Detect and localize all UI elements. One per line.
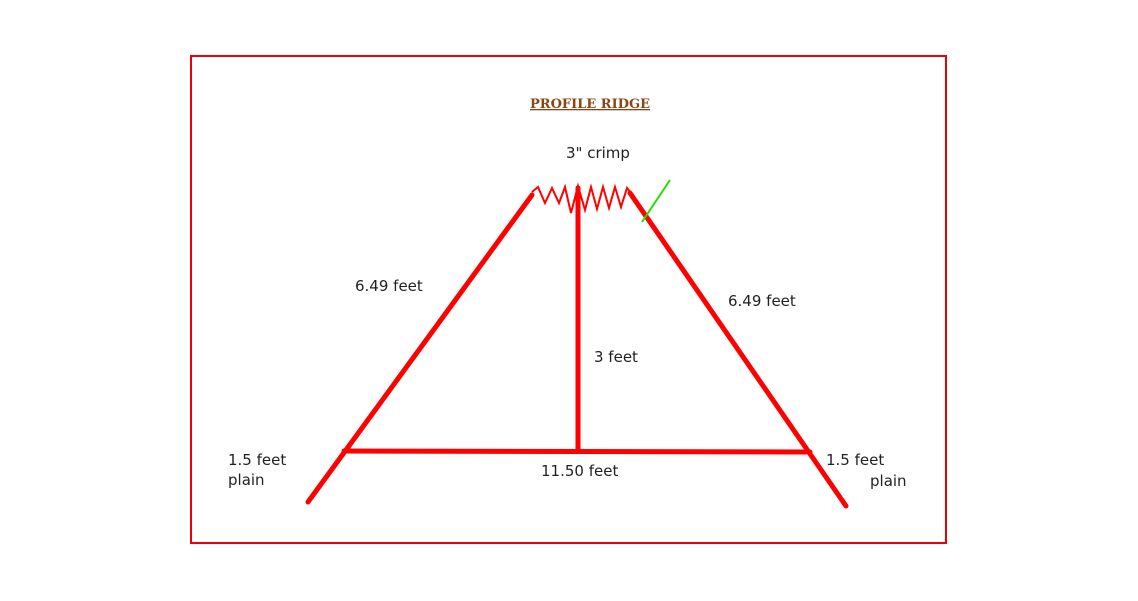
left-slope-label: 6.49 feet: [355, 277, 423, 295]
frame-border: [190, 55, 947, 544]
left-plain-word-label: plain: [228, 471, 265, 489]
right-plain-word-label: plain: [870, 472, 907, 490]
base-label: 11.50 feet: [541, 462, 618, 480]
left-slope-line: [305, 192, 535, 505]
crimp-marker-line: [641, 179, 671, 223]
diagram-title: PROFILE RIDGE: [530, 97, 650, 112]
left-plain-length-label: 1.5 feet: [228, 451, 286, 469]
crimp-label: 3" crimp: [566, 144, 630, 162]
right-plain-length-label: 1.5 feet: [826, 451, 884, 469]
right-slope-line: [627, 190, 849, 509]
ridge-crimp-zigzag: [531, 182, 632, 214]
right-slope-label: 6.49 feet: [728, 292, 796, 310]
height-label: 3 feet: [594, 348, 638, 366]
